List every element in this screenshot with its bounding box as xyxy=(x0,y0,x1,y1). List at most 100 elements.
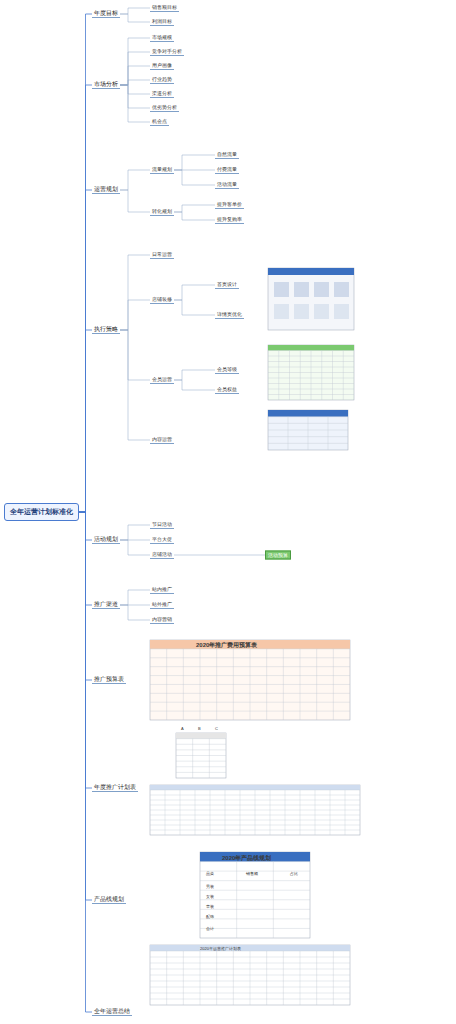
subtopic: 付费流量 xyxy=(215,166,239,174)
table-cell: 合计 xyxy=(206,926,214,931)
topic-text: 会员运营 xyxy=(152,376,172,382)
branch-line xyxy=(120,300,150,330)
table-rule xyxy=(343,351,344,401)
table-rule xyxy=(200,861,310,862)
branch-line xyxy=(79,14,92,512)
screenshot-bar xyxy=(268,268,354,275)
subtopic: 日常运营 xyxy=(150,251,174,259)
branch-line xyxy=(120,80,150,85)
table-rule xyxy=(332,351,333,401)
main-topic: 全年运营总结 xyxy=(92,1008,132,1016)
table-rule xyxy=(192,739,193,778)
topic-text: 推广渠道 xyxy=(94,601,118,607)
subtopic: 优劣势分析 xyxy=(150,104,179,112)
table-rule xyxy=(333,951,334,1005)
branch-line xyxy=(174,380,215,390)
branch-line xyxy=(120,605,150,620)
branch-line xyxy=(120,85,150,108)
subtopic: 内容运营 xyxy=(150,436,174,444)
table-title: 2020年推广费用预算表 xyxy=(196,641,257,649)
subtopic: 提升复购率 xyxy=(215,216,244,224)
branch-line xyxy=(120,85,150,122)
branch-line xyxy=(174,170,215,185)
topic-text: 站内推广 xyxy=(152,586,172,592)
main-topic: 年度目标 xyxy=(92,10,120,18)
table-header xyxy=(268,345,354,351)
branch-line xyxy=(174,212,215,220)
topic-text: 提升客单价 xyxy=(217,201,242,207)
subtopic: 首页设计 xyxy=(215,281,239,289)
topic-text: 年度推广计划表 xyxy=(94,784,136,790)
branch-line xyxy=(174,285,215,300)
table-rule xyxy=(233,649,234,720)
table-rule xyxy=(333,649,334,720)
topic-text: 活动规划 xyxy=(94,536,118,542)
table-rule xyxy=(283,649,284,720)
table-rule xyxy=(200,918,310,919)
main-topic: 推广渠道 xyxy=(92,601,120,609)
topic-text: 全年运营计划标准化 xyxy=(10,508,73,515)
root-topic: 全年运营计划标准化 xyxy=(4,503,79,521)
table-cell: C xyxy=(215,726,218,731)
plan-table xyxy=(150,785,360,835)
subtopic: 转化规划 xyxy=(150,208,174,216)
screenshot-tile xyxy=(294,304,309,319)
main-topic: 运营规划 xyxy=(92,186,120,194)
table-rule xyxy=(285,790,286,835)
report-screenshot xyxy=(268,410,348,450)
table-frame xyxy=(268,345,354,400)
branch-line xyxy=(120,85,150,94)
branch-line xyxy=(120,590,150,605)
table-rule xyxy=(176,749,226,750)
table-rule xyxy=(345,790,346,835)
highlight-topic: 活动预算 xyxy=(265,551,291,560)
subtopic: 节日活动 xyxy=(150,521,174,529)
screenshot-tile xyxy=(294,282,309,297)
table-header xyxy=(150,640,350,649)
table-rule xyxy=(278,351,279,401)
table-rule xyxy=(308,417,309,450)
branch-line xyxy=(120,38,150,85)
branch-line xyxy=(120,8,150,14)
screenshot-frame xyxy=(268,268,354,330)
main-topic: 产品线规划 xyxy=(92,896,126,904)
subtopic: 用户画像 xyxy=(150,62,174,70)
table-rule xyxy=(166,951,167,1005)
table-rule xyxy=(165,790,166,835)
topic-text: 转化规划 xyxy=(152,208,172,214)
subtopic: 店铺装修 xyxy=(150,296,174,304)
table-rule xyxy=(266,951,267,1005)
branch-line xyxy=(120,14,150,22)
screenshot-tile xyxy=(274,282,289,297)
topic-text: 日常运营 xyxy=(152,251,172,257)
topic-text: 利润目标 xyxy=(152,18,172,24)
topic-text: 销售额目标 xyxy=(152,4,177,10)
branch-line xyxy=(120,330,150,380)
table-rule xyxy=(330,790,331,835)
branch-line xyxy=(79,512,92,1012)
budget-table xyxy=(150,640,350,720)
table-rule xyxy=(289,351,290,401)
topic-text: 提升复购率 xyxy=(217,216,242,222)
table-rule xyxy=(209,739,210,778)
topic-text: 付费流量 xyxy=(217,166,237,172)
subtopic: 活动流量 xyxy=(215,181,239,189)
table-frame xyxy=(150,785,360,835)
table-rule xyxy=(176,744,226,745)
topic-text: 市场规模 xyxy=(152,34,172,40)
screenshot xyxy=(268,268,354,330)
topic-text: 年度目标 xyxy=(94,10,118,16)
topic-text: 用户画像 xyxy=(152,62,172,68)
subtopic: 竞争对手分析 xyxy=(150,48,184,56)
table-rule xyxy=(216,649,217,720)
subtopic: 渠道分析 xyxy=(150,90,174,98)
table-rule xyxy=(200,951,201,1005)
topic-text: 内容营销 xyxy=(152,616,172,622)
topic-text: 竞争对手分析 xyxy=(152,48,182,54)
subtopic: 流量规划 xyxy=(150,166,174,174)
subtopic: 自然流量 xyxy=(215,151,239,159)
branch-line xyxy=(174,555,265,556)
table-rule xyxy=(200,928,310,929)
subtopic: 行业趋势 xyxy=(150,76,174,84)
topic-text: 站外推广 xyxy=(152,601,172,607)
